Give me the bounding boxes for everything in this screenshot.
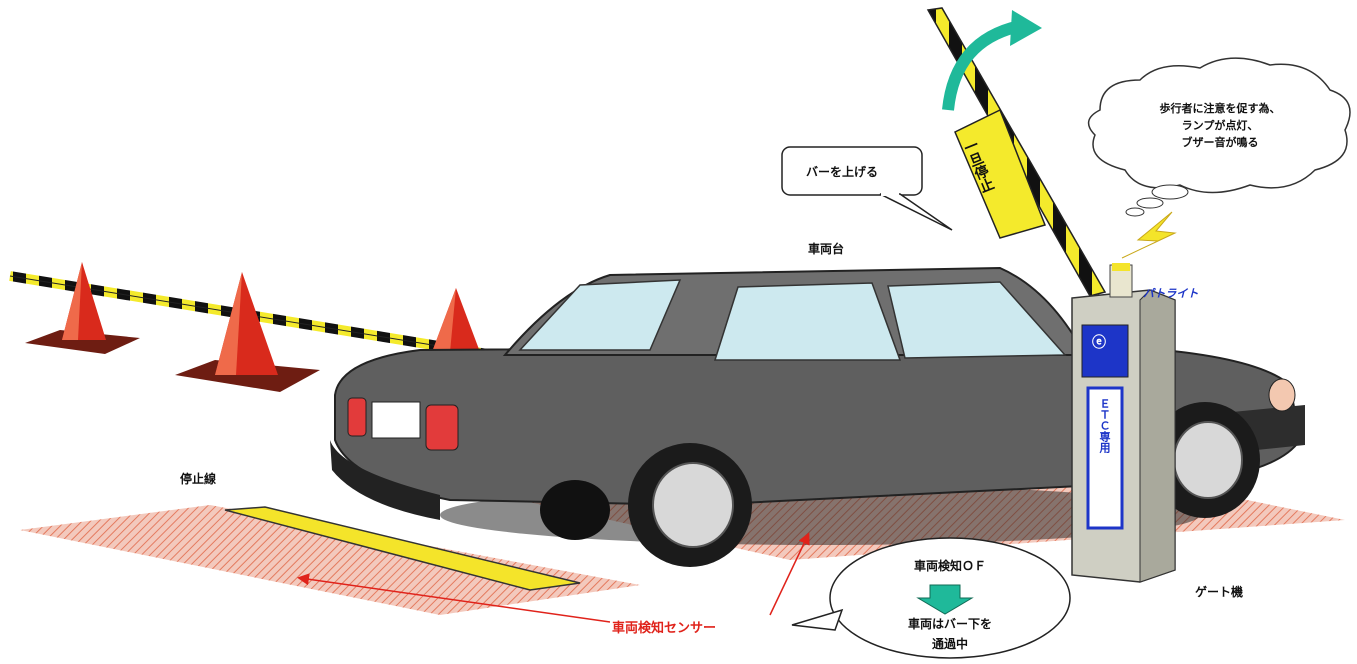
- gate-unit-label: ゲート機: [1195, 583, 1243, 600]
- stop-line-label: 停止線: [180, 470, 216, 487]
- lightning-icon: [1122, 212, 1175, 258]
- patlite-label: パトライト: [1143, 285, 1198, 301]
- status-line-1: 車両検知ＯＦ: [870, 558, 1030, 575]
- thought-line-3: ブザー音が鳴る: [1115, 134, 1325, 151]
- thought-text: 歩行者に注意を促す為、 ランプが点灯、 ブザー音が鳴る: [1115, 100, 1325, 151]
- sensor-label: 車両検知センサー: [612, 617, 716, 636]
- etc-logo-icon: ⓔ: [1092, 332, 1106, 352]
- raise-bar-text: バーを上げる: [806, 163, 878, 180]
- vehicle-label: 車両台: [808, 240, 844, 257]
- status-line-3: 通過中: [870, 636, 1030, 653]
- speech-bubble-raise-bar: [782, 147, 952, 230]
- traffic-cone-1: [25, 262, 140, 354]
- traffic-cone-2: [175, 272, 320, 392]
- gate-unit: [1072, 263, 1175, 582]
- gate-panel-text: ＥＴＣ専用: [1096, 398, 1112, 453]
- traffic-cone-3: [432, 288, 480, 352]
- status-line-2: 車両はバー下を: [870, 616, 1030, 633]
- thought-line-1: 歩行者に注意を促す為、: [1115, 100, 1325, 117]
- thought-line-2: ランプが点灯、: [1115, 117, 1325, 134]
